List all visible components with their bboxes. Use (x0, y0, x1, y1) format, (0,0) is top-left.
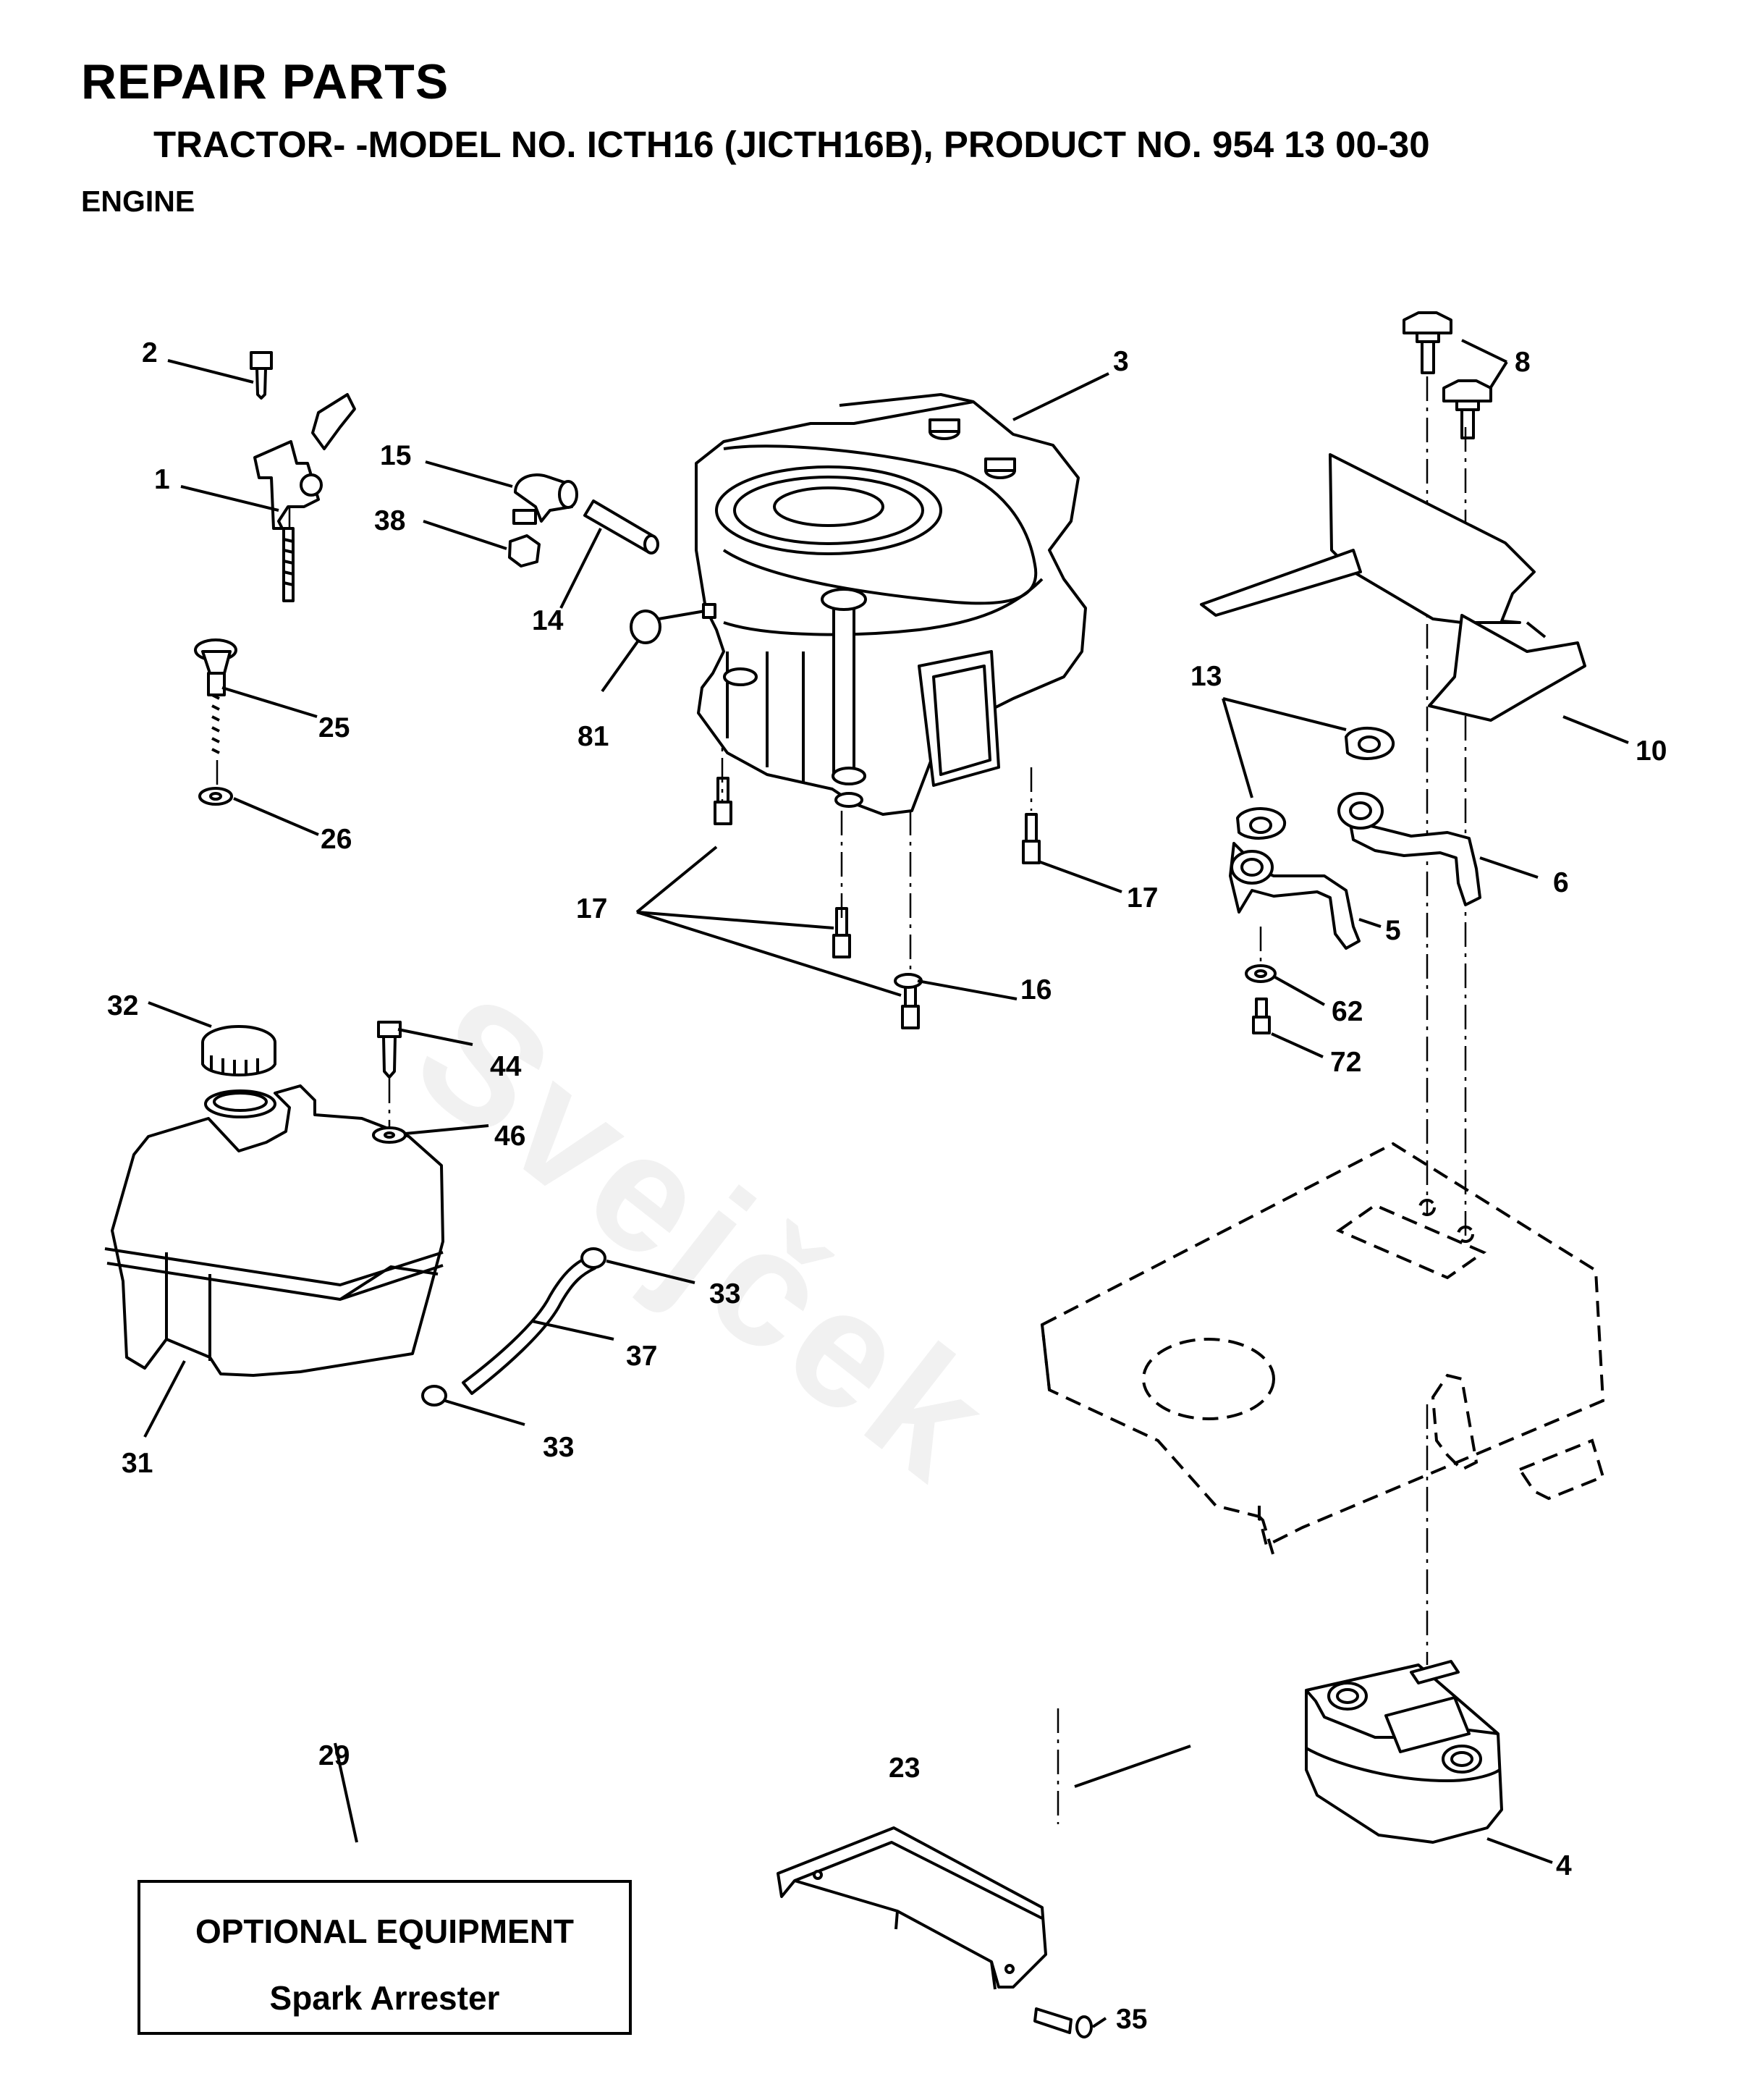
section-title: ENGINE (81, 185, 195, 218)
callout-5: 5 (1385, 915, 1401, 946)
callout-26: 26 (321, 824, 352, 855)
engine-mounting-screws (714, 777, 1041, 1029)
callout-17a: 17 (576, 893, 607, 924)
callout-23: 23 (889, 1753, 920, 1784)
callout-1: 1 (154, 464, 170, 495)
callout-62: 62 (1332, 996, 1363, 1027)
optional-equipment-box: OPTIONAL EQUIPMENT Spark Arrester (138, 1880, 632, 2035)
choke-knob (194, 638, 237, 806)
tractor-frame (1040, 1142, 1605, 1557)
callout-8: 8 (1515, 347, 1531, 378)
callout-3: 3 (1113, 346, 1129, 377)
callout-37: 37 (626, 1341, 657, 1372)
leader-lines (143, 339, 1629, 2028)
callout-44: 44 (490, 1051, 522, 1082)
callout-72: 72 (1330, 1047, 1361, 1078)
page-title: REPAIR PARTS (81, 54, 449, 109)
optional-equipment-item: Spark Arrester (269, 1979, 500, 2017)
callout-46: 46 (494, 1121, 525, 1152)
heat-shield (1200, 453, 1586, 722)
heat-shield-bolts (1403, 311, 1492, 439)
callout-15: 15 (380, 440, 411, 471)
callout-4: 4 (1556, 1850, 1572, 1881)
callout-38: 38 (374, 505, 405, 536)
spark-arrester (777, 1826, 1093, 2038)
callout-13: 13 (1190, 661, 1222, 692)
optional-equipment-heading: OPTIONAL EQUIPMENT (195, 1913, 575, 1950)
fuel-tank-screw (372, 1021, 407, 1144)
callout-32: 32 (107, 990, 138, 1021)
callout-29: 29 (318, 1740, 350, 1771)
callout-2: 2 (142, 337, 158, 368)
throttle-control (250, 351, 356, 602)
exhaust-pipes (1229, 727, 1481, 1034)
callout-17b: 17 (1127, 882, 1158, 914)
callout-16: 16 (1020, 974, 1052, 1005)
fuel-tank (104, 1025, 444, 1377)
callout-35: 35 (1116, 2004, 1147, 2035)
callout-10: 10 (1636, 735, 1667, 767)
callout-33b: 33 (543, 1432, 574, 1463)
page-subtitle: TRACTOR- -MODEL NO. ICTH16 (JICTH16B), P… (153, 124, 1430, 165)
callout-6: 6 (1553, 867, 1569, 898)
callout-81: 81 (578, 721, 609, 752)
callout-14: 14 (532, 605, 564, 636)
muffler (1305, 1660, 1503, 1844)
callout-labels: 1 2 3 4 5 6 8 10 13 14 15 16 17 17 23 25… (107, 337, 1667, 2035)
engine-illustration (695, 393, 1087, 816)
callout-33a: 33 (709, 1278, 740, 1310)
oil-drain-fittings (508, 473, 716, 644)
callout-25: 25 (318, 712, 350, 743)
callout-31: 31 (122, 1448, 153, 1479)
fuel-line (421, 1247, 606, 1407)
